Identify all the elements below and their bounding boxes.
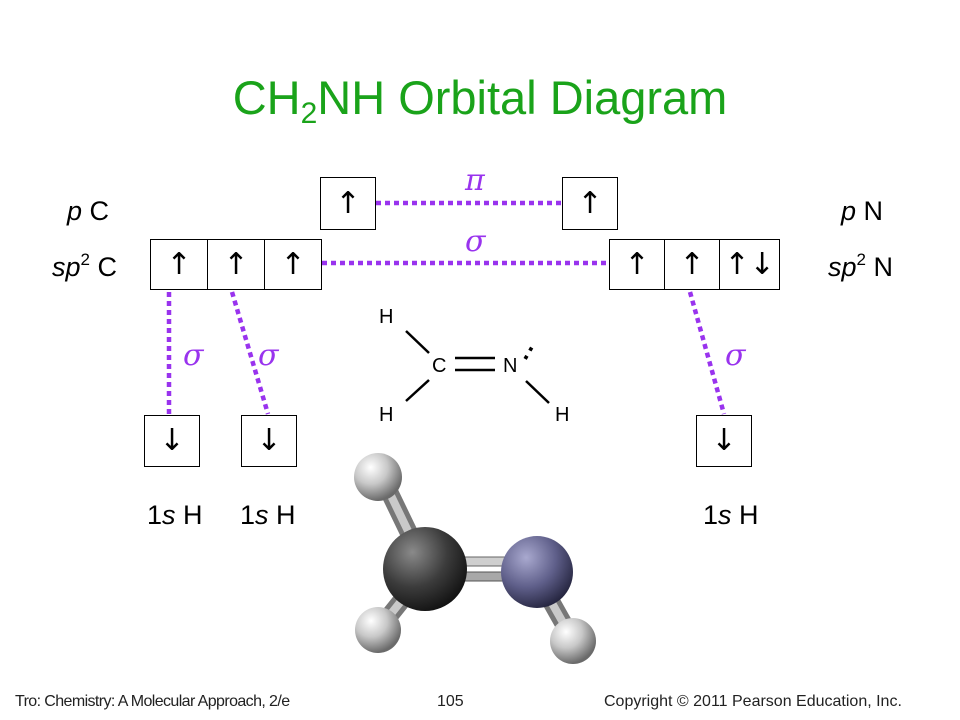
atom-h-lower: H <box>379 404 394 426</box>
sigma-symbol-cn: σ <box>465 224 486 259</box>
sigma-nh-bond-line <box>687 291 727 415</box>
label-1s-h-3: 1s H <box>703 500 759 530</box>
n-h-bond <box>525 380 550 404</box>
orbital-box-sp2-nitrogen-1: ↑ <box>609 239 665 290</box>
model-carbon <box>383 527 467 611</box>
c-h-upper-bond <box>405 330 430 354</box>
sigma-symbol-ch2: σ <box>258 338 279 373</box>
model-nitrogen <box>501 536 573 608</box>
ball-and-stick-model <box>354 453 596 664</box>
label-1s-h-2: 1s H <box>240 500 296 530</box>
footer-copyright: Copyright © 2011 Pearson Education, Inc. <box>604 693 902 710</box>
label-sp2-nitrogen: sp2 N <box>828 250 893 282</box>
orbital-box-sp2-carbon-2: ↑ <box>207 239 265 290</box>
sigma-symbol-nh: σ <box>725 338 746 373</box>
model-hydrogen-bottom-right <box>550 618 596 664</box>
orbital-box-p-nitrogen: ↑ <box>562 177 618 230</box>
sigma-ch2-bond-line <box>229 291 271 415</box>
orbital-box-h3: ↓ <box>696 415 752 467</box>
label-p-carbon: p C <box>67 196 110 226</box>
footer-page-number: 105 <box>437 693 464 710</box>
orbital-box-sp2-carbon-3: ↑ <box>264 239 322 290</box>
atom-n: N <box>503 355 518 377</box>
orbital-box-p-carbon: ↑ <box>320 177 376 230</box>
footer-book-title: Tro: Chemistry: A Molecular Approach, 2/… <box>15 693 290 710</box>
label-sp2-carbon: sp2 C <box>52 250 117 282</box>
slide-title: CH2NH Orbital Diagram <box>232 71 728 130</box>
orbital-box-sp2-carbon-1: ↑ <box>150 239 208 290</box>
pi-symbol: π <box>465 163 485 198</box>
atom-h-n: H <box>555 404 570 426</box>
atom-h-upper: H <box>379 306 394 328</box>
orbital-box-sp2-nitrogen-3: ↑↓ <box>719 239 780 290</box>
orbital-box-h2: ↓ <box>241 415 297 467</box>
model-hydrogen-bottom-left <box>355 607 401 653</box>
atom-c: C <box>432 355 447 377</box>
label-1s-h-1: 1s H <box>147 500 203 530</box>
c-h-lower-bond <box>405 379 430 402</box>
orbital-box-h1: ↓ <box>144 415 200 467</box>
model-hydrogen-top <box>354 453 402 501</box>
label-p-nitrogen: p N <box>841 196 884 226</box>
sigma-symbol-ch1: σ <box>183 338 204 373</box>
